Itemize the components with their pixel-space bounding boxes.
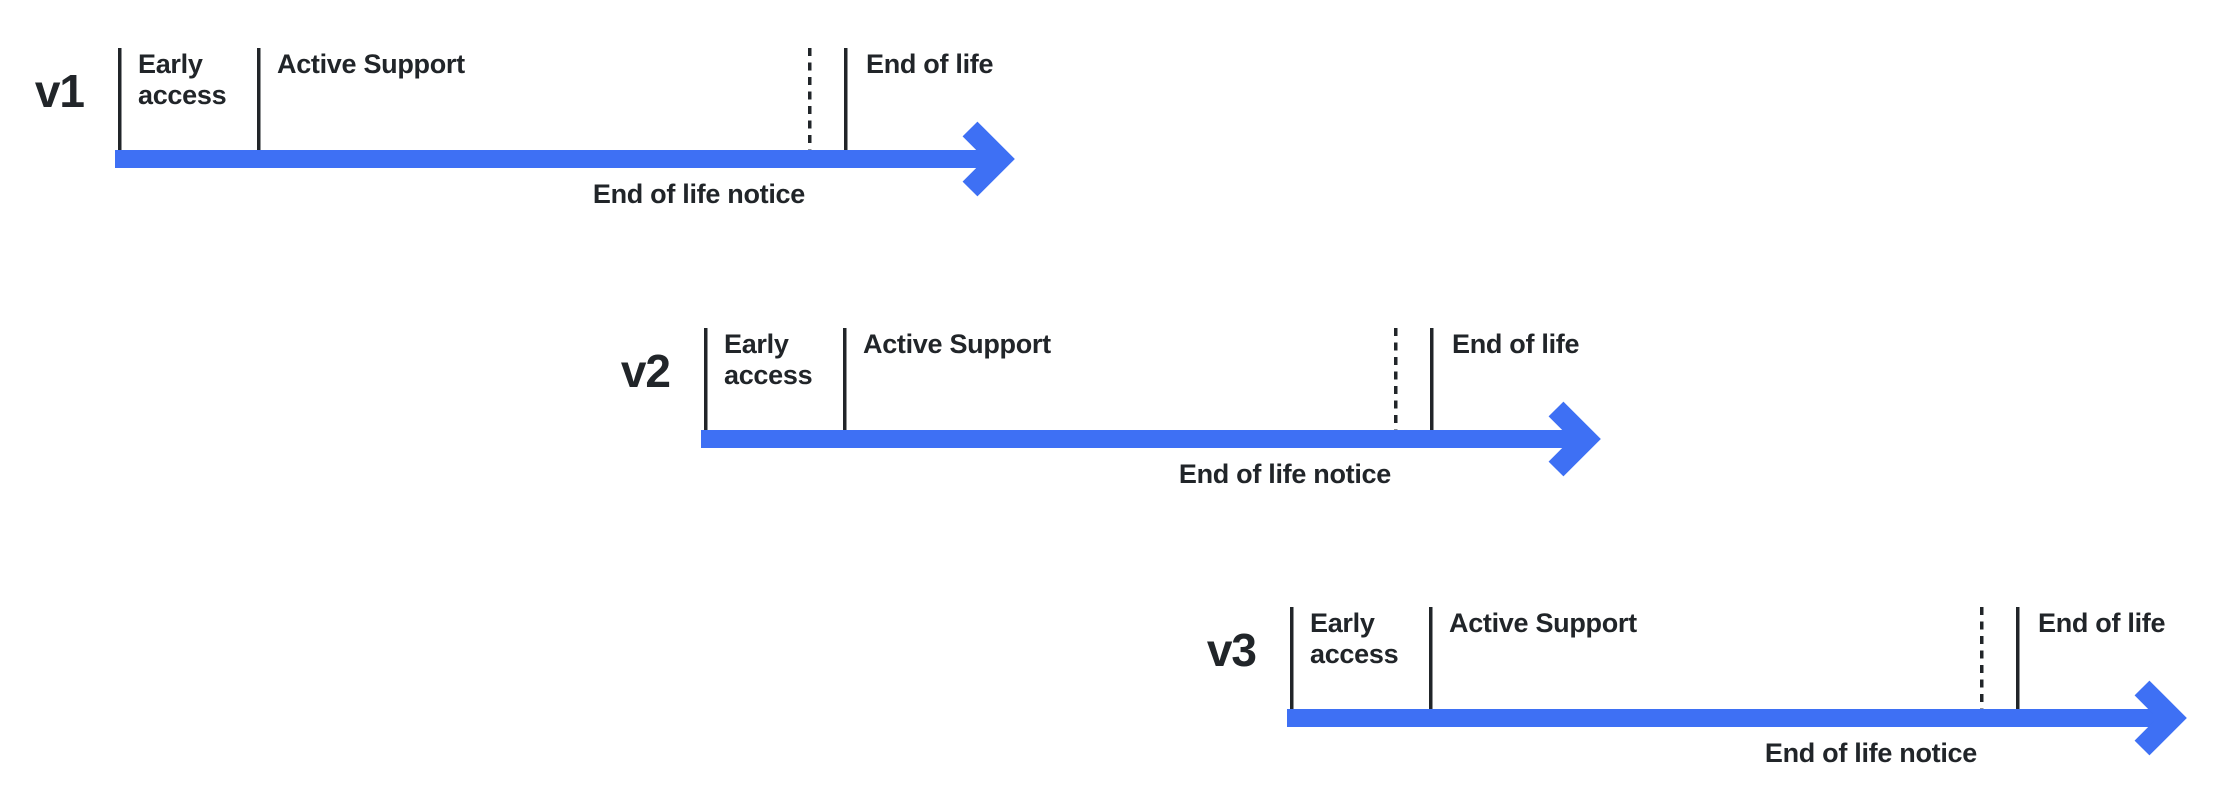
active-support-label: Active Support bbox=[863, 329, 1051, 359]
end-of-life-notice-label: End of life notice bbox=[1764, 738, 1977, 768]
version-label: v1 bbox=[34, 65, 85, 117]
active-support-label: Active Support bbox=[1449, 608, 1637, 638]
timeline-v3: v3 Early access Active Support End of li… bbox=[1200, 602, 2205, 787]
timeline-arrow-shaft bbox=[1287, 709, 2159, 727]
version-label: v2 bbox=[620, 345, 671, 397]
end-of-life-notice-label: End of life notice bbox=[592, 179, 805, 209]
timeline-axis bbox=[701, 328, 1601, 477]
timeline-arrow-shaft bbox=[701, 430, 1573, 448]
timeline-arrowhead-icon bbox=[962, 121, 1015, 197]
active-support-label: Active Support bbox=[277, 49, 465, 79]
timeline-v2: v2 Early access Active Support End of li… bbox=[614, 323, 1619, 508]
timeline-axis bbox=[1287, 607, 2187, 756]
early-access-label: Early access bbox=[724, 329, 813, 390]
timeline-arrowhead-icon bbox=[1548, 401, 1601, 477]
end-of-life-label: End of life bbox=[2038, 608, 2166, 638]
version-label: v3 bbox=[1206, 624, 1257, 676]
timeline-axis bbox=[115, 48, 1015, 197]
timeline-arrow-shaft bbox=[115, 150, 987, 168]
timeline-v1: v1 Early access Active Support End of li… bbox=[28, 43, 1033, 228]
end-of-life-label: End of life bbox=[866, 49, 994, 79]
end-of-life-notice-label: End of life notice bbox=[1178, 459, 1391, 489]
early-access-label: Early access bbox=[1310, 608, 1399, 669]
timeline-arrowhead-icon bbox=[2134, 680, 2187, 756]
early-access-label: Early access bbox=[138, 49, 227, 110]
end-of-life-label: End of life bbox=[1452, 329, 1580, 359]
